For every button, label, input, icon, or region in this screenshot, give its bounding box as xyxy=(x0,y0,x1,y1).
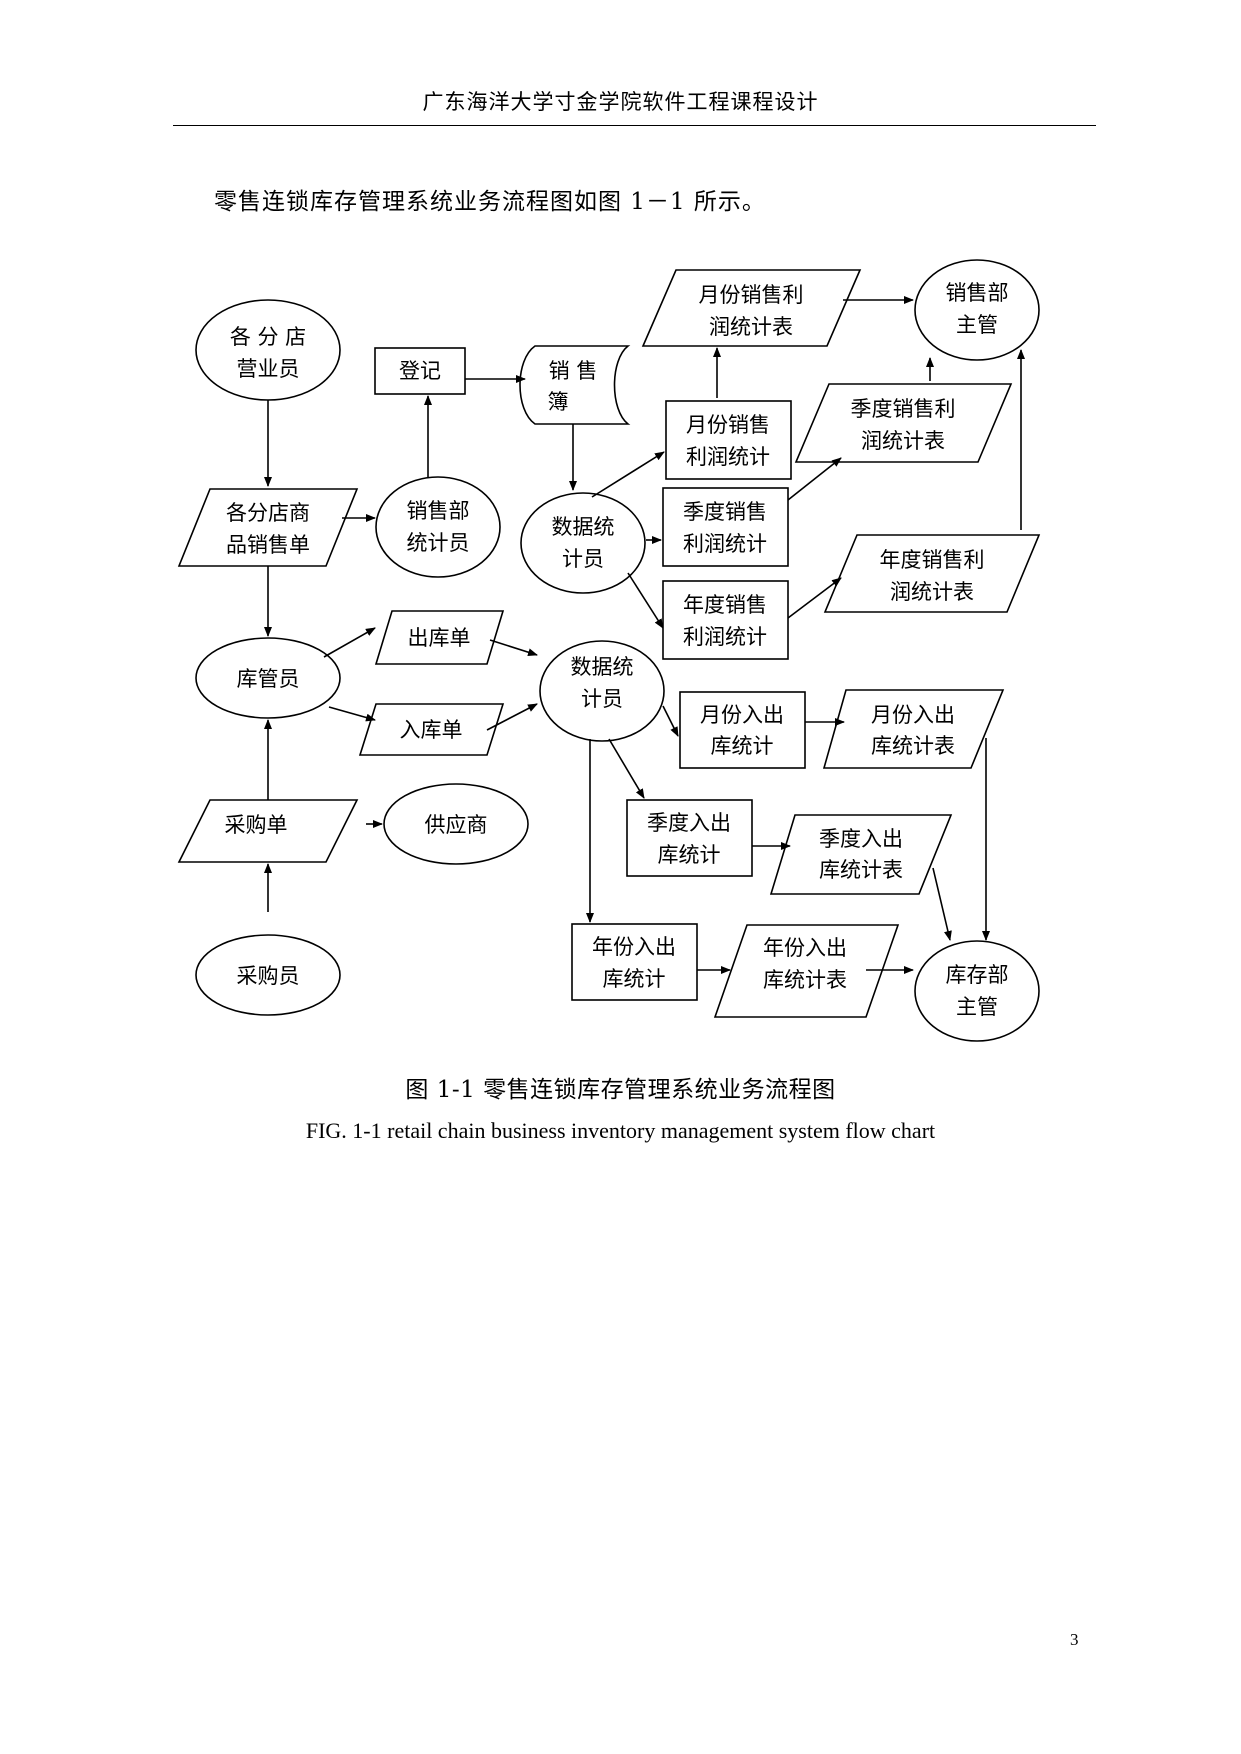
year-io-report-node xyxy=(713,924,900,1018)
data-statistician-b-node xyxy=(539,640,665,742)
month-sales-stat-label-1: 月份销售 xyxy=(686,413,770,437)
month-io-stat-label-1: 月份入出 xyxy=(700,703,784,727)
page-number: 3 xyxy=(1070,1630,1079,1649)
inventory-manager-label-1: 库存部 xyxy=(946,963,1009,987)
outbound-form-node xyxy=(374,610,505,665)
year-sales-stat-label-1: 年度销售 xyxy=(683,593,767,617)
month-io-report-node xyxy=(822,689,1005,769)
diagram-arrows xyxy=(264,296,1025,974)
sales-manager-label-1: 销售部 xyxy=(946,281,1009,305)
year-sales-report-label-1: 年度销售利 xyxy=(880,548,985,572)
buyer-label: 采购员 xyxy=(237,964,300,988)
branch-staff-label-1: 各 分 店 xyxy=(230,325,306,349)
sales-book-label-2: 簿 xyxy=(548,390,569,414)
month-io-stat-node xyxy=(679,691,806,769)
branch-sales-form-label-2: 品销售单 xyxy=(226,533,310,557)
intro-paragraph: 零售连锁库存管理系统业务流程图如图 1－1 所示。 xyxy=(214,189,766,215)
year-io-stat-node xyxy=(571,923,698,1001)
quarter-sales-report-node xyxy=(794,383,1013,463)
month-sales-stat-label-2: 利润统计 xyxy=(686,445,770,469)
buyer-node xyxy=(195,934,341,1016)
figure-caption-english: FIG. 1-1 retail chain business inventory… xyxy=(305,1118,936,1143)
month-sales-report-node xyxy=(641,269,862,347)
page-header: 广东海洋大学寸金学院软件工程课程设计 xyxy=(422,90,819,114)
sales-manager-node xyxy=(914,259,1040,361)
purchase-form-label: 采购单 xyxy=(225,813,288,837)
year-sales-report-label-2: 润统计表 xyxy=(890,580,974,604)
year-io-stat-label-1: 年份入出 xyxy=(592,935,676,959)
data-statistician-a-label-2: 计员 xyxy=(562,547,604,571)
data-statistician-a-label-1: 数据统 xyxy=(552,515,615,539)
inventory-manager-node xyxy=(914,940,1040,1042)
data-statistician-b-label-2: 计员 xyxy=(581,687,623,711)
branch-staff-node xyxy=(195,299,341,401)
year-io-report-label-2: 库统计表 xyxy=(763,968,847,992)
sales-dept-statistician-label-2: 统计员 xyxy=(407,531,470,555)
business-flow-diagram: 各 分 店 营业员 登记 销 售 簿 月份销售利 润统计表 销售部 主管 月份销… xyxy=(177,259,1041,1042)
year-io-stat-label-2: 库统计 xyxy=(603,967,666,991)
month-io-report-label-2: 库统计表 xyxy=(871,734,955,758)
warehouse-keeper-label: 库管员 xyxy=(237,667,300,691)
purchase-form-node xyxy=(177,799,359,863)
sales-dept-statistician-label-1: 销售部 xyxy=(407,499,470,523)
month-sales-stat-node xyxy=(665,400,792,480)
data-statistician-b-label-1: 数据统 xyxy=(571,655,634,679)
year-io-report-label-1: 年份入出 xyxy=(763,936,847,960)
supplier-node xyxy=(383,783,529,865)
diagram-labels: 各 分 店 营业员 登记 销 售 簿 月份销售利 润统计表 销售部 主管 月份销… xyxy=(225,281,1009,1019)
month-sales-report-label-1: 月份销售利 xyxy=(699,283,804,307)
sales-manager-label-2: 主管 xyxy=(956,313,998,337)
quarter-sales-stat-node xyxy=(662,487,789,567)
register-label: 登记 xyxy=(399,359,441,383)
warehouse-keeper-node xyxy=(195,637,341,719)
supplier-label: 供应商 xyxy=(425,813,488,837)
branch-sales-form-label-1: 各分店商 xyxy=(226,501,310,525)
branch-sales-form-node xyxy=(177,488,359,567)
quarter-io-report-label-1: 季度入出 xyxy=(819,827,903,851)
data-statistician-a-node xyxy=(520,492,646,594)
month-sales-report-label-2: 润统计表 xyxy=(709,315,793,339)
quarter-sales-report-label-2: 润统计表 xyxy=(861,429,945,453)
quarter-io-stat-node xyxy=(626,799,753,877)
sales-book-label-1: 销 售 xyxy=(549,359,598,383)
sales-dept-statistician-node xyxy=(375,476,501,578)
quarter-io-stat-label-2: 库统计 xyxy=(658,843,721,867)
quarter-io-stat-label-1: 季度入出 xyxy=(647,811,731,835)
quarter-io-report-label-2: 库统计表 xyxy=(819,858,903,882)
quarter-io-report-node xyxy=(769,814,953,895)
outbound-form-label: 出库单 xyxy=(408,626,471,650)
inbound-form-node xyxy=(358,703,505,756)
month-io-stat-label-2: 库统计 xyxy=(711,734,774,758)
branch-staff-label-2: 营业员 xyxy=(237,357,300,381)
register-node xyxy=(374,347,466,395)
diagram-shapes xyxy=(177,259,1041,1042)
header-rule xyxy=(173,125,1096,126)
quarter-sales-stat-label-1: 季度销售 xyxy=(683,500,767,524)
month-io-report-label-1: 月份入出 xyxy=(871,703,955,727)
inventory-manager-label-2: 主管 xyxy=(956,995,998,1019)
inbound-form-label: 入库单 xyxy=(400,718,463,742)
quarter-sales-report-label-1: 季度销售利 xyxy=(851,397,956,421)
quarter-sales-stat-label-2: 利润统计 xyxy=(683,532,767,556)
figure-caption-chinese: 图 1-1 零售连锁库存管理系统业务流程图 xyxy=(405,1077,836,1103)
year-sales-stat-label-2: 利润统计 xyxy=(683,625,767,649)
sales-book-node xyxy=(519,345,631,425)
